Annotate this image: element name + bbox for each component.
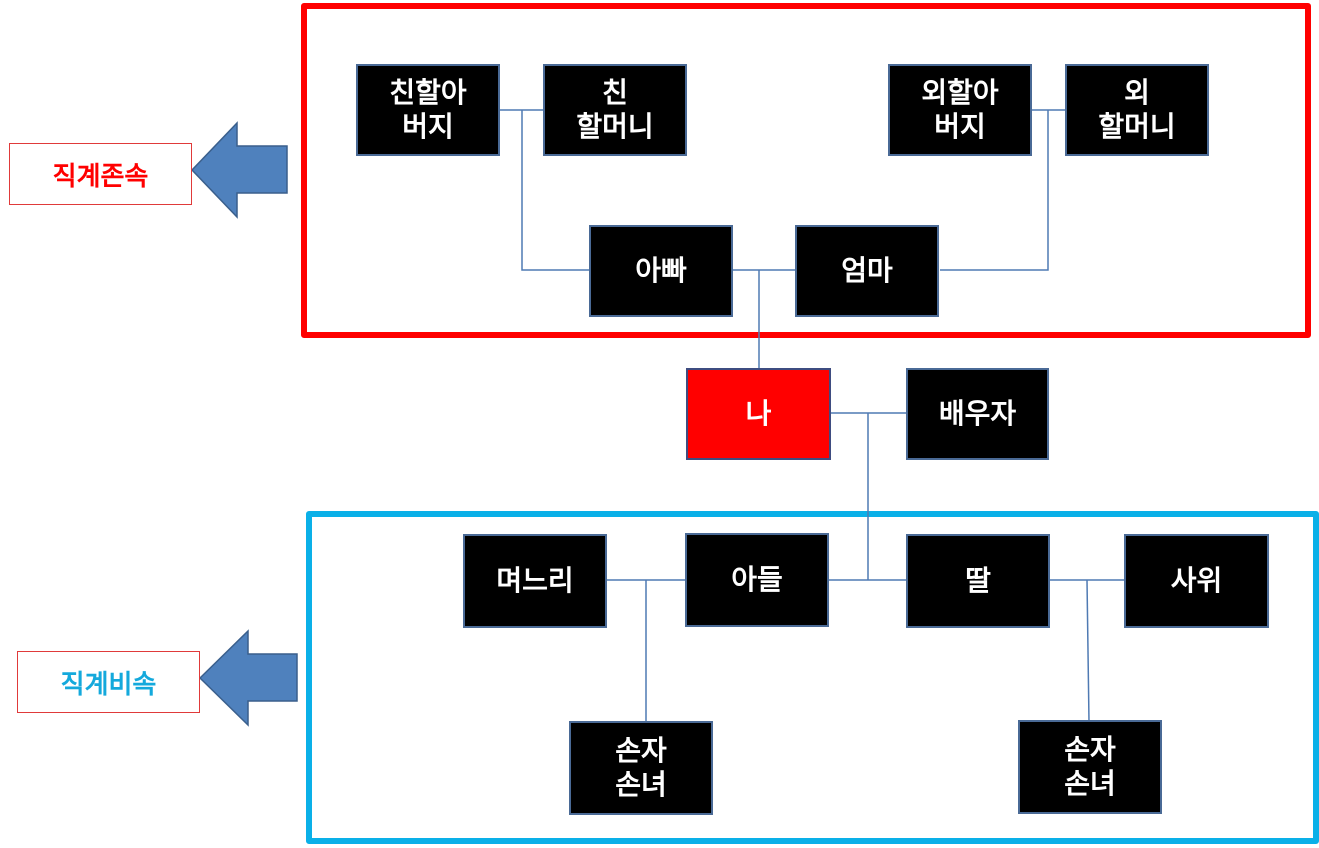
left-arrow-icon xyxy=(190,121,288,219)
node-me: 나 xyxy=(686,368,831,460)
node-paternal-grandmother: 친 할머니 xyxy=(543,64,687,156)
descendants-frame xyxy=(306,511,1319,844)
node-son: 아들 xyxy=(685,533,829,627)
node-son-in-law: 사위 xyxy=(1124,534,1269,628)
connector-maternal-to-mother xyxy=(940,110,1049,271)
ascendants-label: 직계존속 xyxy=(9,143,192,205)
left-arrow-icon xyxy=(198,629,298,727)
node-grandchildren-right: 손자 손녀 xyxy=(1018,720,1162,814)
node-daughter: 딸 xyxy=(906,534,1050,628)
node-daughter-in-law: 며느리 xyxy=(463,534,607,628)
ascendants-frame xyxy=(301,3,1311,338)
node-mother: 엄마 xyxy=(795,225,939,317)
node-maternal-grandfather: 외할아 버지 xyxy=(888,64,1032,156)
connector-daughter-to-grandchildren xyxy=(1086,579,1090,723)
node-grandchildren-left: 손자 손녀 xyxy=(569,721,713,815)
node-maternal-grandmother: 외 할머니 xyxy=(1065,64,1209,156)
descendants-label: 직계비속 xyxy=(17,651,200,713)
connector-paternal-to-father xyxy=(521,110,590,271)
node-spouse: 배우자 xyxy=(906,368,1049,460)
node-father: 아빠 xyxy=(589,225,733,317)
node-paternal-grandfather: 친할아 버지 xyxy=(356,64,500,156)
